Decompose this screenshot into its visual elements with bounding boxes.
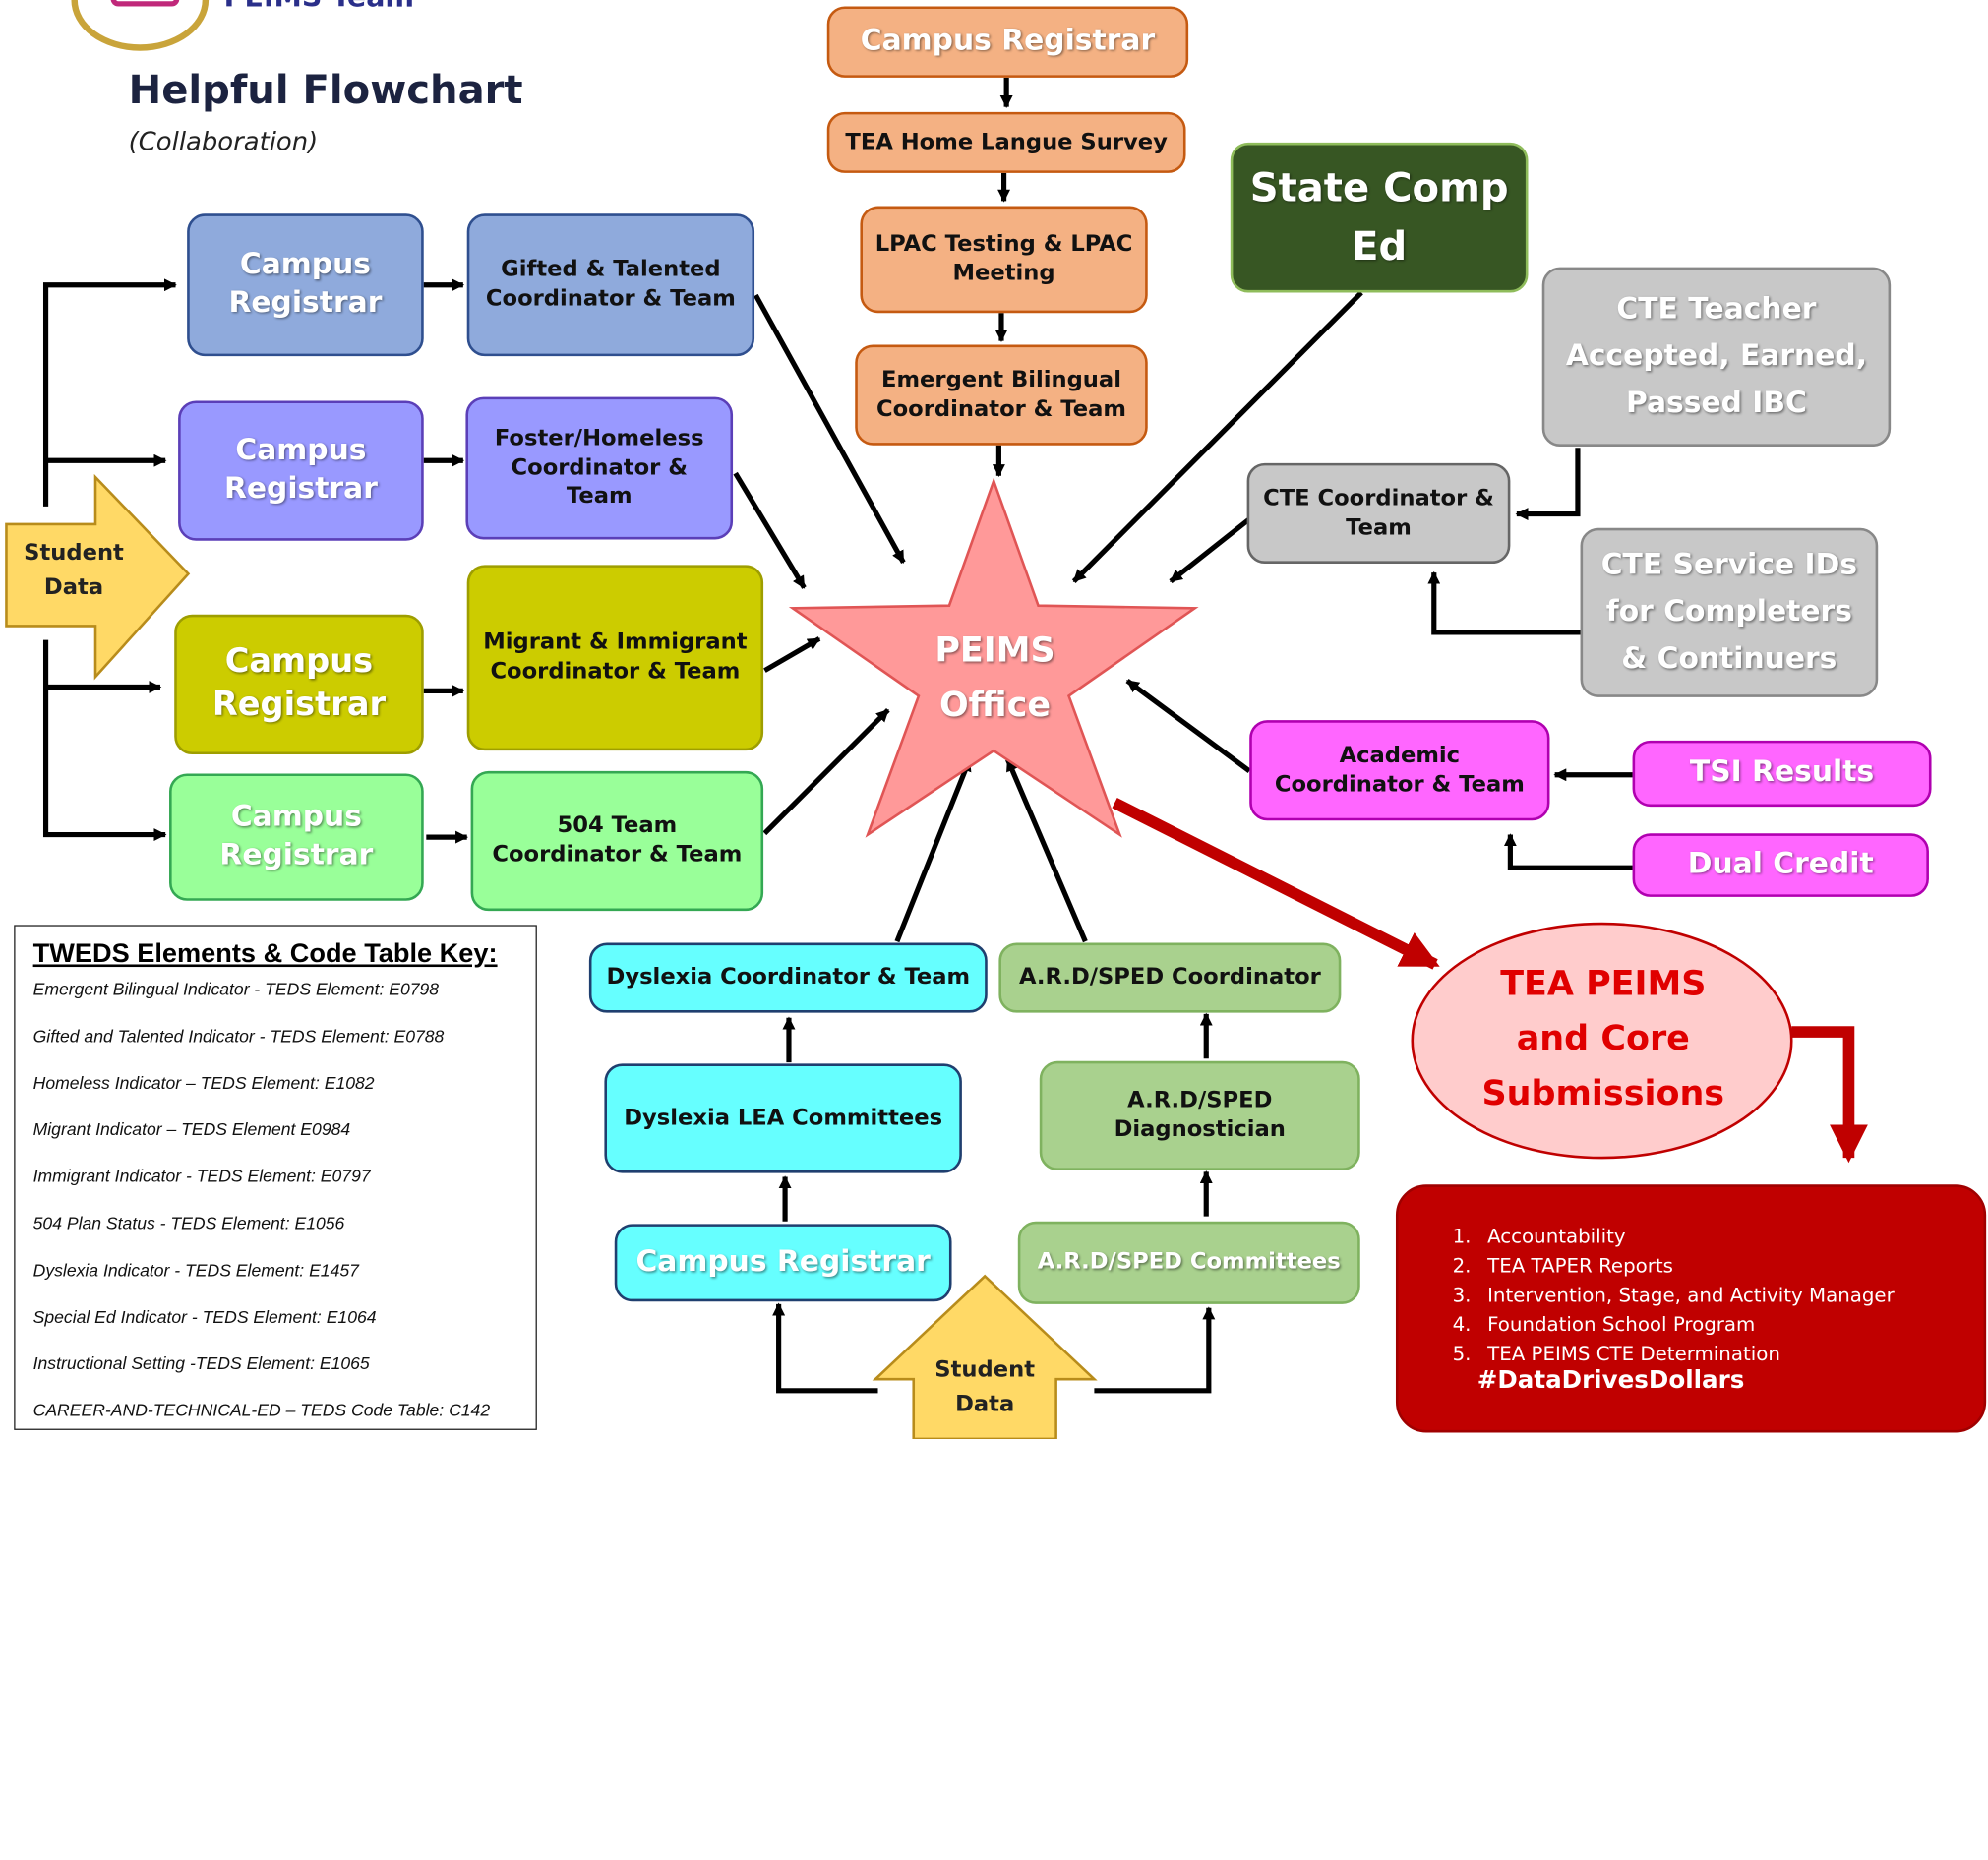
- key-item: Immigrant Indicator - TEDS Element: E079…: [32, 1167, 371, 1186]
- key-item: Special Ed Indicator - TEDS Element: E10…: [32, 1307, 377, 1327]
- academic-coordinator: Academic Coordinator & Team: [1249, 720, 1550, 821]
- tea-peims-label: TEA PEIMS and Core Submissions: [1481, 964, 1725, 1114]
- submission-item: TEA TAPER Reports: [1477, 1252, 1984, 1282]
- student-data-bottom-label: Student Data: [934, 1357, 1036, 1418]
- foster-homeless-coordinator: Foster/Homeless Coordinator & Team: [465, 396, 734, 540]
- tsi-results: TSI Results: [1632, 740, 1932, 808]
- gt-campus-registrar: Campus Registrar: [187, 213, 424, 357]
- lpac-testing-meeting: LPAC Testing & LPAC Meeting: [860, 206, 1148, 314]
- mi-campus-registrar: Campus Registrar: [174, 614, 424, 755]
- dyslexia-campus-registrar: Campus Registrar: [614, 1224, 952, 1302]
- key-title: TWEDS Elements & Code Table Key:: [32, 938, 498, 969]
- sped-diagnostician: A.R.D/SPED Diagnostician: [1039, 1060, 1360, 1171]
- submission-item: Accountability: [1477, 1223, 1984, 1252]
- student-data-left-label: Student Data: [24, 540, 124, 601]
- state-comp-ed: State Comp Ed: [1230, 142, 1529, 293]
- dyslexia-lea-committees: Dyslexia LEA Committees: [604, 1063, 962, 1173]
- key-item: 504 Plan Status - TEDS Element: E1056: [32, 1213, 345, 1233]
- submission-item: Intervention, Stage, and Activity Manage…: [1477, 1281, 1984, 1310]
- key-item: Emergent Bilingual Indicator - TEDS Elem…: [32, 979, 440, 999]
- gifted-talented-coordinator: Gifted & Talented Coordinator & Team: [466, 213, 755, 357]
- tea-peims-ellipse: [1411, 922, 1793, 1160]
- cte-service-ids: CTE Service IDs for Completers & Continu…: [1580, 527, 1879, 697]
- key-item: CAREER-AND-TECHNICAL-ED – TEDS Code Tabl…: [32, 1401, 491, 1420]
- hashtag: #DataDrivesDollars: [1476, 1366, 1745, 1395]
- flowchart-connectors: [5, 77, 1868, 1439]
- 504-team-coordinator: 504 Team Coordinator & Team: [470, 770, 764, 912]
- migrant-immigrant-coordinator: Migrant & Immigrant Coordinator & Team: [466, 565, 764, 751]
- element-key-box: TWEDS Elements & Code Table Key: Emergen…: [14, 925, 537, 1430]
- dual-credit: Dual Credit: [1632, 833, 1929, 897]
- key-item: Gifted and Talented Indicator - TEDS Ele…: [32, 1026, 445, 1046]
- key-item: Instructional Setting -TEDS Element: E10…: [32, 1353, 370, 1374]
- cte-coordinator: CTE Coordinator & Team: [1246, 462, 1511, 565]
- sped-coordinator: A.R.D/SPED Coordinator: [998, 942, 1342, 1013]
- submission-item: TEA PEIMS CTE Determination: [1477, 1340, 1984, 1369]
- page-subtitle: (Collaboration): [128, 126, 319, 157]
- key-item: Dyslexia Indicator - TEDS Element: E1457: [32, 1260, 359, 1280]
- fh-campus-registrar: Campus Registrar: [178, 400, 424, 541]
- cte-teacher-ibc: CTE Teacher Accepted, Earned, Passed IBC: [1541, 267, 1892, 448]
- brand-name: PEIMS Team: [224, 0, 414, 14]
- sped-committees: A.R.D/SPED Committees: [1017, 1221, 1360, 1304]
- submission-item: Foundation School Program: [1477, 1310, 1984, 1340]
- peims-office-star: [788, 477, 1199, 838]
- submissions-list-box: Accountability TEA TAPER Reports Interve…: [1395, 1184, 1987, 1433]
- key-item: Migrant Indicator – TEDS Element E0984: [32, 1119, 351, 1140]
- key-item: Homeless Indicator – TEDS Element: E1082: [32, 1073, 375, 1093]
- dyslexia-coordinator: Dyslexia Coordinator & Team: [588, 942, 988, 1013]
- page-title: Helpful Flowchart: [128, 67, 523, 114]
- student-data-left-arrow: [5, 473, 191, 681]
- emergent-bilingual-coordinator: Emergent Bilingual Coordinator & Team: [855, 344, 1148, 446]
- peims-office-label: PEIMS Office: [934, 630, 1055, 726]
- tea-home-language-survey: TEA Home Langue Survey: [826, 111, 1186, 173]
- 504-campus-registrar: Campus Registrar: [169, 773, 424, 901]
- top-campus-registrar: Campus Registrar: [826, 6, 1189, 78]
